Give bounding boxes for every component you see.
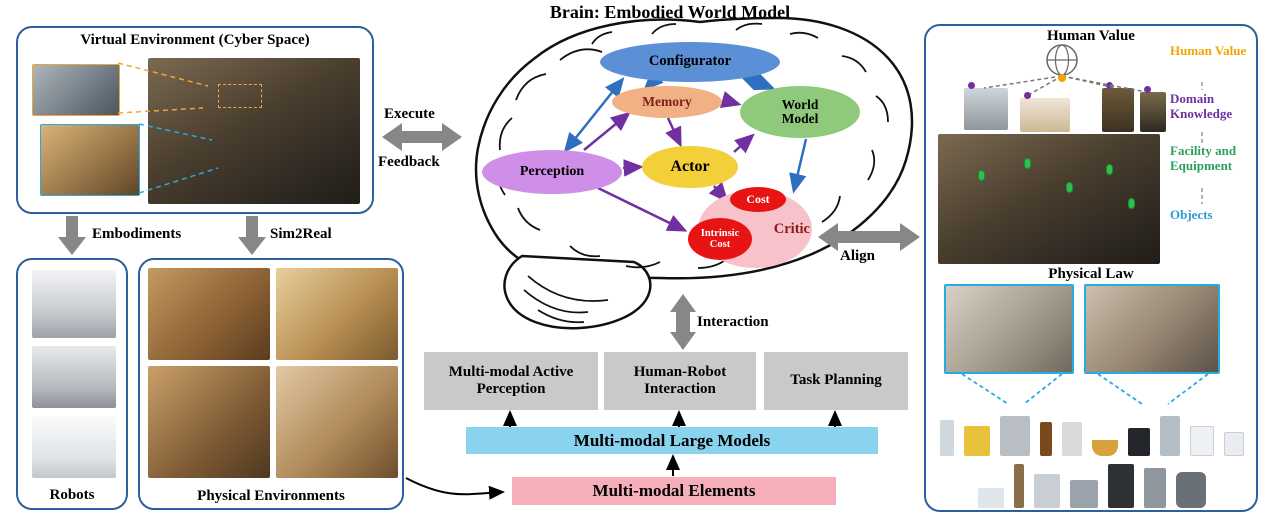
object-blender [1062,422,1082,456]
critic-label: Critic [773,221,810,237]
human-value-photo-person [964,88,1008,130]
robot-quadruped-photo [32,346,116,408]
object-coffee-machine [1034,474,1060,508]
multimodal-elements-bar: Multi-modal Elements [512,477,836,505]
domain-knowledge-marker [1024,92,1031,99]
object-bottle [940,420,954,456]
physical-env-photo-bedroom [276,366,398,478]
execute-feedback-arrow [382,123,462,151]
person-marker [1128,198,1135,209]
object-snack-box [964,426,990,456]
perception-label: Perception [519,163,585,179]
intrinsic-cost-label: Intrinsic Cost [700,227,740,250]
interaction-label: Interaction [697,314,769,330]
object-collection [936,390,1248,508]
legend-domain-knowledge: Domain Knowledge [1170,91,1233,121]
object-kettle [1128,428,1150,456]
domain-knowledge-marker [968,82,975,89]
feedback-label: Feedback [378,154,440,170]
sim2real-label: Sim2Real [270,226,332,242]
module-task-planning: Task Planning [764,352,908,410]
sim2real-arrow [238,216,266,255]
module-human-robot-interaction: Human-Robot Interaction [604,352,756,410]
multimodal-large-models-bar: Multi-modal Large Models [466,427,878,454]
embodiments-arrow [58,216,86,255]
module-label: Human-Robot Interaction [633,363,727,397]
robot-service-photo [32,416,116,478]
brain-node-cost: Cost [730,187,786,212]
object-dispenser [1160,416,1180,456]
human-value-photo-statue [1102,88,1134,132]
robots-label: Robots [49,487,95,503]
brain-node-memory: Memory [612,86,722,118]
human-value-photo-food [1020,98,1070,132]
object-mop [1014,464,1024,508]
virtual-env-photo-office [32,64,120,116]
physical-law-photo-shelves [944,284,1074,374]
legend-objects: Objects [1170,207,1213,222]
virtual-env-isometric-map [148,58,360,204]
physical-env-photo-store [276,268,398,360]
brain-node-world-model: World Model [740,86,860,138]
domain-knowledge-marker [1144,86,1151,93]
align-label: Align [840,248,876,264]
legend-human-value: Human Value [1170,43,1247,58]
actor-label: Actor [670,157,710,175]
brain-node-configurator: Configurator [600,42,780,82]
physical-environments-panel: Physical Environments [138,258,404,510]
interaction-arrow [670,294,696,350]
cost-label: Cost [746,192,770,207]
object-appliance [1070,480,1098,508]
legend-facility-equipment: Facility and Equipment [1170,143,1237,173]
brain-node-intrinsic-cost: Intrinsic Cost [688,218,752,260]
object-tissue-box [1190,426,1214,456]
execute-label: Execute [384,106,435,122]
physical-env-photo-cafe [148,366,270,478]
object-wheelchair [1176,472,1206,508]
module-label: Task Planning [790,372,882,389]
object-paper-cups [978,488,1004,508]
module-label: Multi-modal Active Perception [448,363,574,397]
elements-label: Multi-modal Elements [592,481,756,500]
figure-title: Brain: Embodied World Model [549,2,791,22]
map-highlight-region [218,84,262,108]
world-model-label: World Model [781,96,819,126]
object-oil-bottle [1040,422,1052,456]
human-value-title: Human Value [1047,28,1135,44]
person-marker [1024,158,1031,169]
robot-humanoid-photo [32,270,116,338]
virtual-environment-title: Virtual Environment (Cyber Space) [80,32,310,48]
module-multimodal-active-perception: Multi-modal Active Perception [424,352,598,410]
physical-env-photo-furniture [148,268,270,360]
large-models-label: Multi-modal Large Models [573,430,771,450]
virtual-environment-panel: Virtual Environment (Cyber Space) [16,26,374,214]
person-marker [1106,164,1113,175]
human-value-panel: Human Value Human Value Domain Knowledge… [924,24,1258,512]
configurator-label: Configurator [648,53,732,70]
human-value-isometric-map [938,134,1160,264]
object-bowl [1092,440,1118,456]
robots-panel: Robots [16,258,128,510]
person-marker [1066,182,1073,193]
object-cup [1224,432,1244,456]
object-cabinet [1108,464,1134,508]
physical-law-photo-room [1084,284,1220,374]
physical-law-title: Physical Law [1048,266,1134,282]
physical-environments-label: Physical Environments [197,488,345,504]
domain-knowledge-marker [1106,82,1113,89]
virtual-env-photo-lobby [40,124,140,196]
memory-label: Memory [642,93,692,109]
brain-node-perception: Perception [482,150,622,194]
embodiments-label: Embodiments [92,226,182,242]
person-marker [978,170,985,181]
object-shelf-cart [1000,416,1030,456]
object-fridge [1144,468,1166,508]
align-arrow [818,223,920,251]
human-value-photo-trophy [1140,92,1166,132]
brain-node-actor: Actor [642,146,738,188]
